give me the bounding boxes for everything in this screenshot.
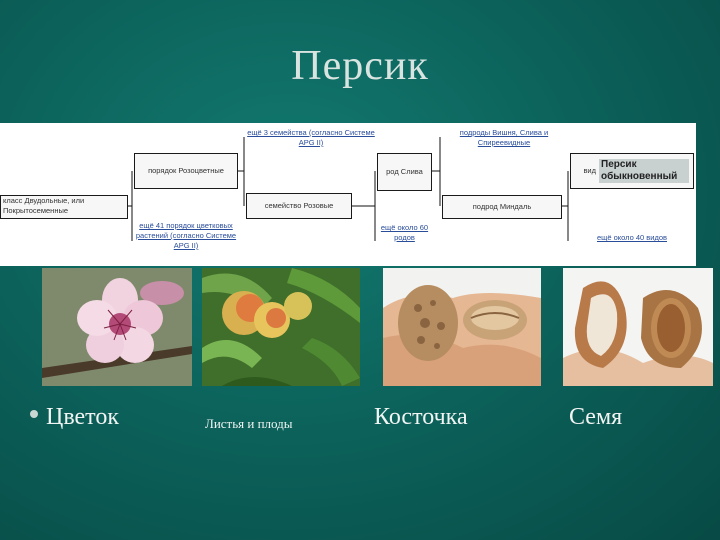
caption-flower: Цветок — [46, 404, 120, 430]
genera-more-text[interactable]: ещё около 60 родов — [380, 223, 429, 242]
seed-photo — [563, 268, 713, 386]
flower-photo — [42, 268, 192, 386]
taxonomy-connectors — [125, 137, 569, 241]
subgenus-more-text[interactable]: подроды Вишня, Слива и Спиреевидные — [459, 128, 549, 147]
orders-more-text[interactable]: ещё 41 порядок цветковых растений (согла… — [135, 221, 237, 250]
subgenus-box: подрод Миндаль — [442, 195, 562, 219]
class-box: класс Двудольные, или Покрытосеменные — [0, 195, 128, 219]
taxonomy-diagram: класс Двудольные, или Покрытосеменные по… — [0, 123, 696, 266]
genus-box-text: род Слива — [386, 167, 423, 176]
families-more: ещё 3 семейства (согласно Системе APG II… — [246, 128, 376, 150]
caption-pit: Косточка — [374, 404, 468, 430]
genera-more: ещё около 60 родов — [377, 223, 432, 253]
species-more: ещё около 40 видов — [570, 233, 694, 247]
order-box-text: порядок Розоцветные — [148, 166, 224, 175]
family-box: семейство Розовые — [246, 193, 352, 219]
slide-title: Персик — [291, 43, 429, 89]
species-box: вид Персик обыкновенный — [570, 153, 694, 189]
families-more-text[interactable]: ещё 3 семейства (согласно Системе APG II… — [247, 128, 375, 147]
subgenus-more: подроды Вишня, Слива и Спиреевидные — [442, 128, 566, 152]
bullet-dot — [30, 410, 38, 418]
class-box-text: класс Двудольные, или Покрытосеменные — [3, 196, 85, 215]
order-box: порядок Розоцветные — [134, 153, 238, 189]
genus-box: род Слива — [377, 153, 432, 191]
pit-photo — [383, 268, 541, 386]
subgenus-box-text: подрод Миндаль — [472, 202, 532, 211]
caption-seed: Семя — [569, 404, 623, 430]
species-more-text[interactable]: ещё около 40 видов — [597, 233, 667, 242]
family-box-text: семейство Розовые — [264, 201, 334, 210]
caption-leaves-fruits: Листья и плоды — [205, 416, 293, 431]
species-name: Персик обыкновенный — [599, 159, 689, 183]
species-prefix: вид — [583, 166, 596, 175]
orders-more: ещё 41 порядок цветковых растений (согла… — [134, 221, 238, 261]
leaves-fruits-photo — [202, 268, 360, 386]
